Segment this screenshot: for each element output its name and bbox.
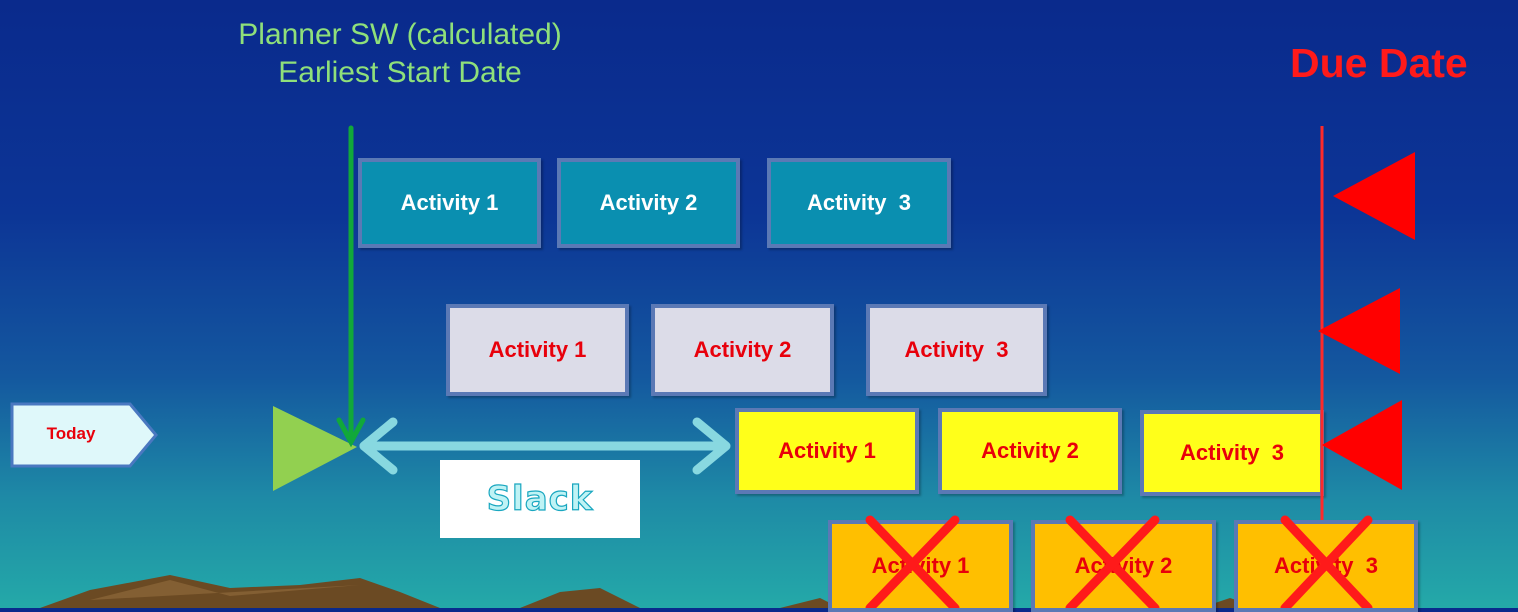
- due-flag-2: [1318, 288, 1400, 374]
- slack-label-box: Slack: [440, 460, 640, 538]
- slack-label: Slack: [486, 478, 594, 519]
- today-arrow-shape: [10, 402, 158, 468]
- cancel-cross-2: [1065, 515, 1160, 608]
- earliest-start-triangle: [273, 406, 357, 491]
- today-label: Today: [46, 424, 96, 443]
- row3-activity-2: Activity 2: [938, 408, 1122, 494]
- row4-activity-3: Activity 3: [1234, 520, 1418, 612]
- row2-activity-3: Activity 3: [866, 304, 1047, 396]
- due-flag-3: [1322, 400, 1402, 490]
- row2-activity-1: Activity 1: [446, 304, 629, 396]
- cancel-cross-1: [865, 515, 960, 608]
- row1-activity-1: Activity 1: [358, 158, 541, 248]
- slack-double-arrow: [359, 417, 731, 475]
- planner-heading-line1: Planner SW (calculated): [238, 18, 562, 51]
- cancel-cross-3: [1280, 515, 1373, 608]
- row1-activity-2: Activity 2: [557, 158, 740, 248]
- row1-activity-3: Activity 3: [767, 158, 951, 248]
- row2-activity-2: Activity 2: [651, 304, 834, 396]
- due-flag-1: [1333, 152, 1415, 240]
- earliest-start-line: [336, 125, 366, 448]
- due-date-label: Due Date: [1290, 40, 1468, 86]
- row3-activity-3: Activity 3: [1140, 410, 1324, 496]
- row3-activity-1: Activity 1: [735, 408, 919, 494]
- planner-heading-line2: Earliest Start Date: [278, 56, 522, 89]
